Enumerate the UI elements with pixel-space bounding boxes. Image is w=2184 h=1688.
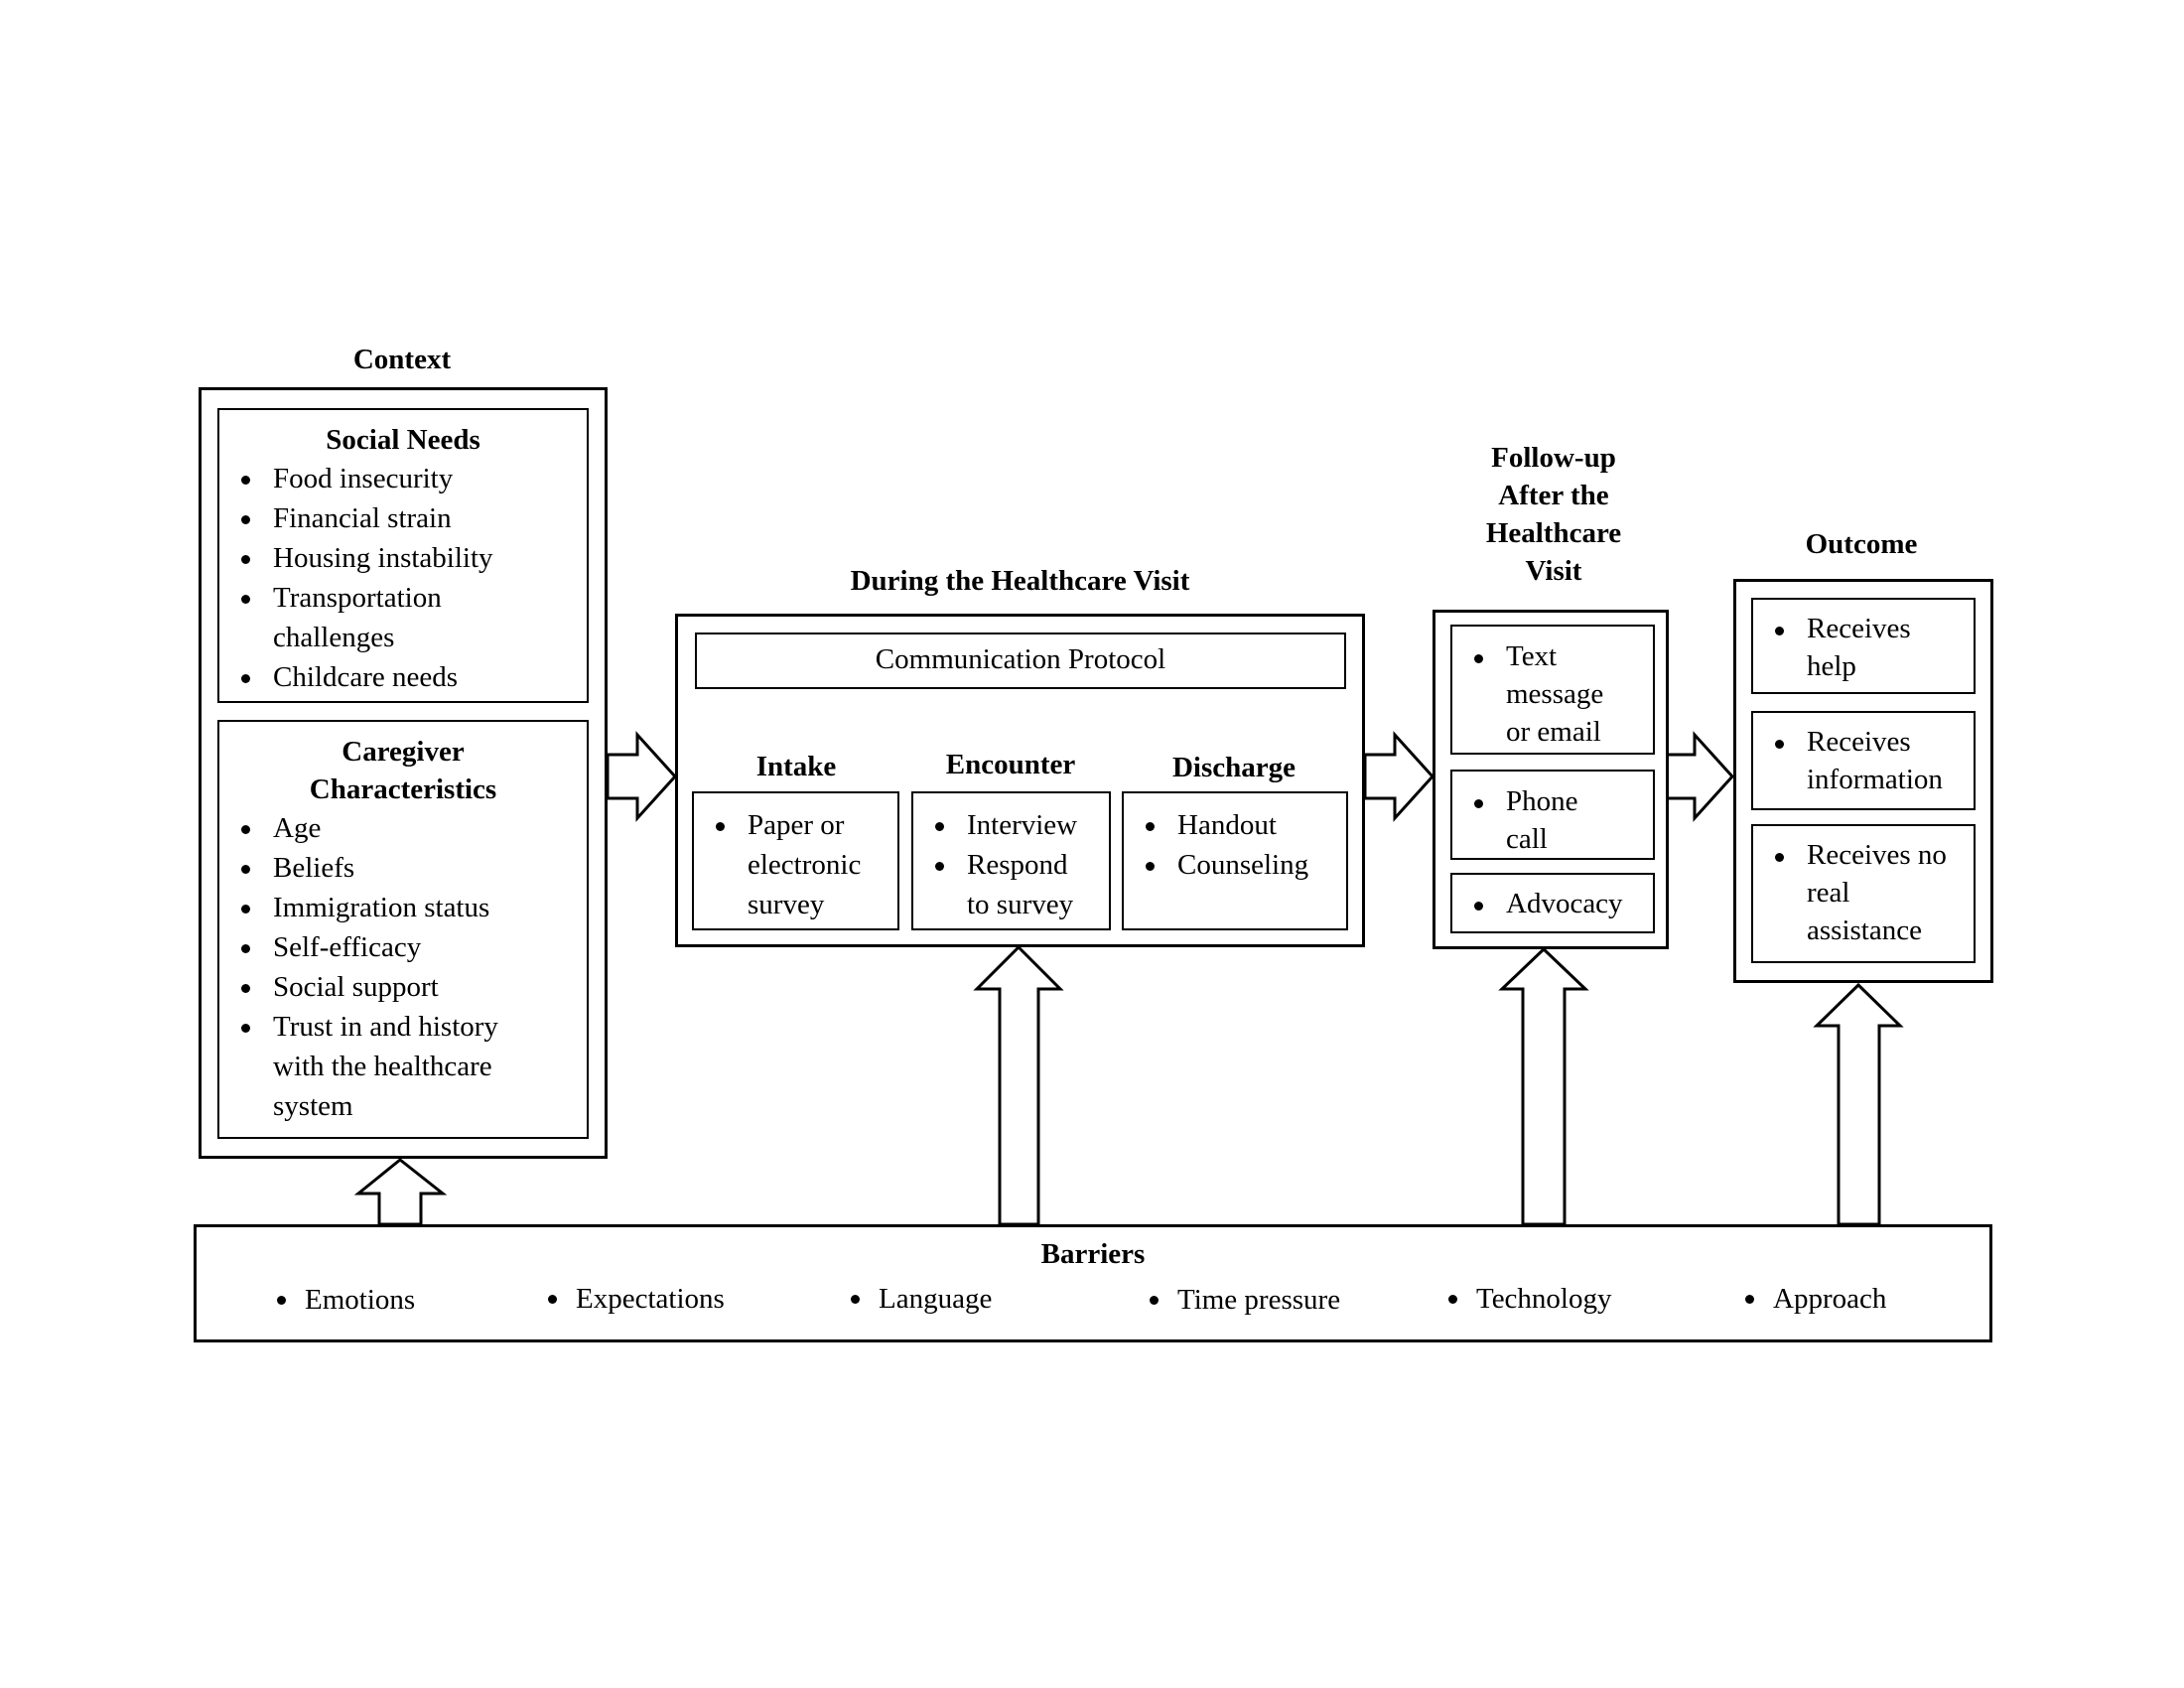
barrier-item: Approach bbox=[1744, 1280, 1886, 1318]
discharge-list: Handout Counseling bbox=[1124, 805, 1346, 885]
list-item: Paper or electronic survey bbox=[694, 805, 897, 924]
list-item: Interview bbox=[913, 805, 1109, 845]
barrier-item: Technology bbox=[1448, 1280, 1612, 1318]
list-item: Age bbox=[219, 808, 587, 848]
arrow-barriers-to-visit bbox=[973, 944, 1064, 1226]
arrow-visit-to-followup bbox=[1363, 731, 1435, 822]
followup-advocacy-box: Advocacy bbox=[1450, 873, 1655, 933]
outcome-list-help: Receives help bbox=[1753, 610, 1974, 685]
caregiver-list: Age Beliefs Immigration status Self-effi… bbox=[219, 808, 587, 1126]
list-item: Housing instability bbox=[219, 538, 587, 578]
list-item: Trust in and history with the healthcare… bbox=[219, 1007, 587, 1126]
list-item: Food insecurity bbox=[219, 459, 587, 498]
arrow-followup-to-outcome bbox=[1663, 731, 1735, 822]
barrier-item: Language bbox=[850, 1280, 992, 1318]
barrier-item: Emotions bbox=[276, 1281, 415, 1319]
barrier-item: Expectations bbox=[548, 1280, 725, 1318]
list-item: Receives information bbox=[1753, 723, 1974, 798]
list-item: Receives no real assistance bbox=[1753, 836, 1974, 949]
barrier-item: Time pressure bbox=[1149, 1281, 1340, 1319]
list-item: Respond to survey bbox=[913, 845, 1109, 924]
list-item: Phone call bbox=[1452, 782, 1653, 858]
caregiver-heading: Caregiver Characteristics bbox=[309, 736, 497, 805]
visit-title: During the Healthcare Visit bbox=[850, 565, 1190, 597]
followup-text-box: Text message or email bbox=[1450, 625, 1655, 755]
caregiver-box: Caregiver Characteristics Age Beliefs Im… bbox=[217, 720, 589, 1139]
list-item: Transportation challenges bbox=[219, 578, 587, 657]
outcome-help-box: Receives help bbox=[1751, 598, 1976, 694]
outcome-title: Outcome bbox=[1805, 528, 1918, 560]
arrow-context-to-visit bbox=[606, 731, 678, 822]
social-needs-list: Food insecurity Financial strain Housing… bbox=[219, 459, 587, 697]
list-item: Self-efficacy bbox=[219, 927, 587, 967]
list-item: Receives help bbox=[1753, 610, 1974, 685]
protocol-box: Communication Protocol bbox=[695, 633, 1346, 689]
list-item: Financial strain bbox=[219, 498, 587, 538]
arrow-barriers-to-outcome bbox=[1813, 982, 1904, 1226]
outcome-none-box: Receives no real assistance bbox=[1751, 824, 1976, 963]
list-item: Advocacy bbox=[1452, 885, 1653, 922]
intake-heading: Intake bbox=[755, 751, 837, 782]
encounter-box: Interview Respond to survey bbox=[911, 791, 1111, 930]
followup-list-phone: Phone call bbox=[1452, 782, 1653, 858]
followup-list-advocacy: Advocacy bbox=[1452, 885, 1653, 922]
encounter-heading: Encounter bbox=[945, 749, 1076, 780]
discharge-heading: Discharge bbox=[1171, 752, 1297, 783]
intake-list: Paper or electronic survey bbox=[694, 805, 897, 924]
intake-box: Paper or electronic survey bbox=[692, 791, 899, 930]
social-needs-box: Social Needs Food insecurity Financial s… bbox=[217, 408, 589, 703]
arrow-barriers-to-followup bbox=[1498, 946, 1589, 1226]
followup-phone-box: Phone call bbox=[1450, 770, 1655, 860]
list-item: Counseling bbox=[1124, 845, 1346, 885]
outcome-list-none: Receives no real assistance bbox=[1753, 836, 1974, 949]
list-item: Social support bbox=[219, 967, 587, 1007]
outcome-info-box: Receives information bbox=[1751, 711, 1976, 810]
social-needs-heading: Social Needs bbox=[326, 424, 480, 456]
list-item: Text message or email bbox=[1452, 637, 1653, 751]
context-title: Context bbox=[352, 344, 452, 375]
list-item: Handout bbox=[1124, 805, 1346, 845]
followup-list-text: Text message or email bbox=[1452, 637, 1653, 751]
followup-title: Follow-up After the Healthcare Visit bbox=[1485, 442, 1622, 587]
discharge-box: Handout Counseling bbox=[1122, 791, 1348, 930]
arrow-barriers-to-context bbox=[353, 1158, 448, 1226]
list-item: Childcare needs bbox=[219, 657, 587, 697]
list-item: Immigration status bbox=[219, 888, 587, 927]
outcome-list-info: Receives information bbox=[1753, 723, 1974, 798]
list-item: Beliefs bbox=[219, 848, 587, 888]
encounter-list: Interview Respond to survey bbox=[913, 805, 1109, 924]
barriers-box bbox=[194, 1224, 1992, 1342]
barriers-title: Barriers bbox=[1040, 1238, 1146, 1270]
protocol-label: Communication Protocol bbox=[875, 643, 1166, 675]
